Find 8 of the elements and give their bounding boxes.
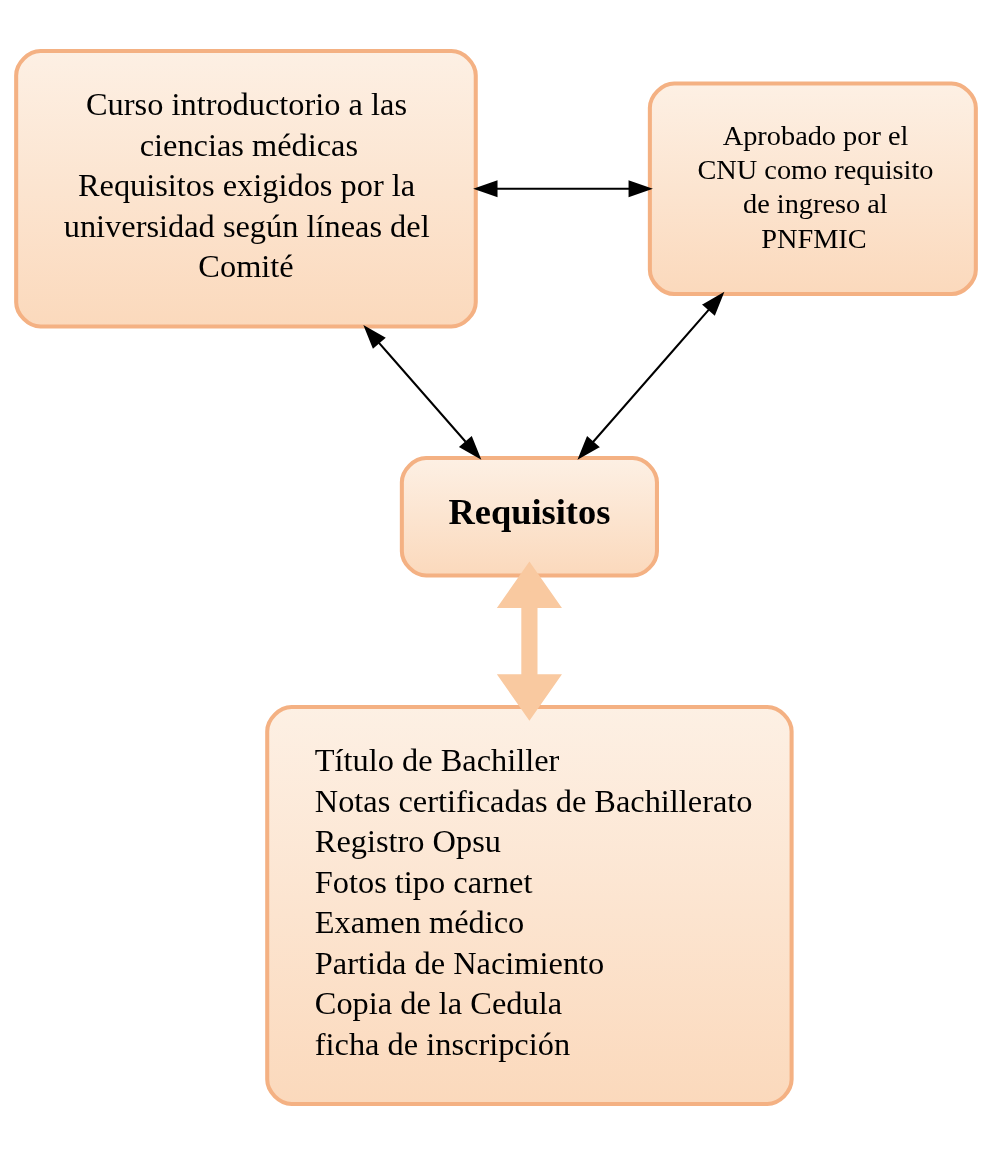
node-box: Requisitos (399, 455, 659, 577)
arrow (577, 291, 725, 460)
arrow (473, 179, 653, 197)
node-box: Título de Bachiller Notas certificadas de Bachillerato Registro Opsu Fotos tipo carnet Examen médico Partida de Nacimiento Copia de la Cedula ficha de inscripción (265, 704, 794, 1106)
arrow (496, 560, 562, 721)
node-box: Curso introductorio a las ciencias médicas Requisitos exigidos por la universidad según líneas del Comité (14, 48, 478, 328)
arrow (363, 324, 482, 460)
node-box: Aprobado por el CNU como requisito de ingreso al PNFMIC (647, 80, 978, 296)
